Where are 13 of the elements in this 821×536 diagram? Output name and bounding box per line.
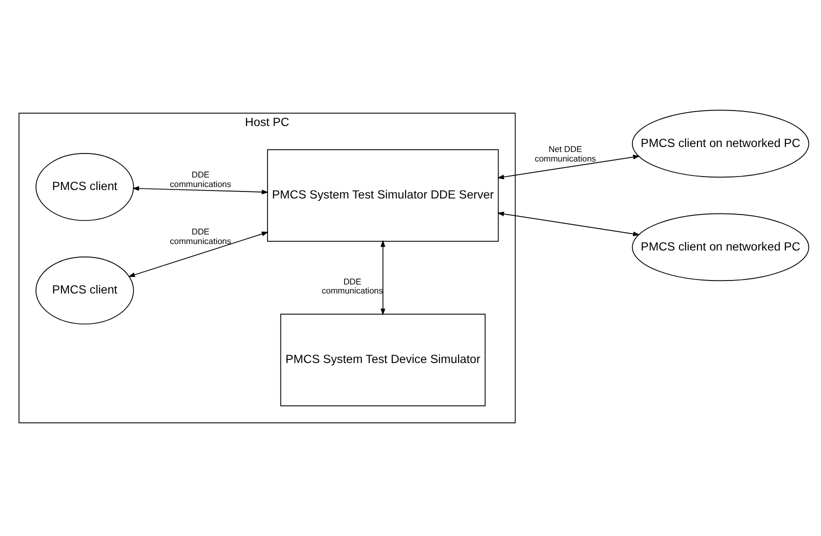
- edge-label: DDE communications: [170, 226, 232, 246]
- edge-label: DDE communications: [170, 170, 232, 189]
- arrow: [380, 240, 386, 316]
- node-box: PMCS System Test Simulator DDE Server: [267, 149, 499, 242]
- node-ellipse: PMCS client: [36, 153, 134, 221]
- node-ellipse: PMCS client: [36, 256, 134, 324]
- arrow: [497, 212, 640, 236]
- arrow: [128, 232, 269, 278]
- edge-label: Net DDE communications: [534, 144, 596, 164]
- edge-label: DDE communications: [322, 276, 383, 296]
- node-box: PMCS System Test Device Simulator: [280, 314, 486, 406]
- arrow: [132, 186, 269, 194]
- arrow: [497, 154, 640, 180]
